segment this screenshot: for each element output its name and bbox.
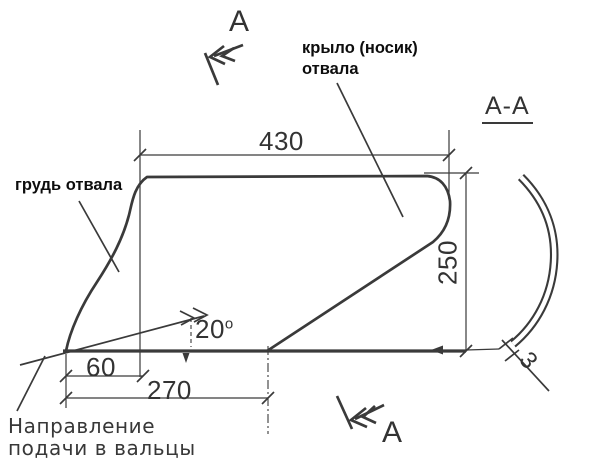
angle-arrowhead [182,353,190,363]
section-arrow-top-icon [203,43,244,86]
breast-label: грудь отвала [15,176,123,194]
moldboard-outline [63,174,500,353]
section-view-title: А-А [482,92,533,124]
feed-leader-line [16,355,46,412]
dim-20-degrees: 20o [195,314,234,344]
dim-270: 270 [147,375,192,405]
dim-430: 430 [259,126,304,156]
thickness-dim-line [501,339,550,392]
dim-250: 250 [432,240,463,285]
feed-direction-arrow [19,307,209,366]
dimension-lines [59,130,479,434]
section-a-a-curve [498,173,559,392]
feed-label-line2: подачи в вальцы [8,436,196,460]
wing-leader-line [336,82,404,218]
breast-leader-line [78,200,120,273]
leader-lines [16,82,404,412]
baseline-arrowhead [431,345,443,355]
dim-60: 60 [86,352,116,382]
feed-direction-label: Направление подачи в вальцы [8,415,196,459]
wing-label-line2: отвала [302,60,359,78]
section-mark-bottom: А [382,416,403,449]
wing-label-line1: крыло (носик) [302,39,418,57]
section-arrow-bottom-icon [335,395,385,430]
feed-label-line1: Направление [8,414,156,438]
section-mark-top: А [229,5,250,38]
wing-label: крыло (носик) отвала [302,38,418,80]
